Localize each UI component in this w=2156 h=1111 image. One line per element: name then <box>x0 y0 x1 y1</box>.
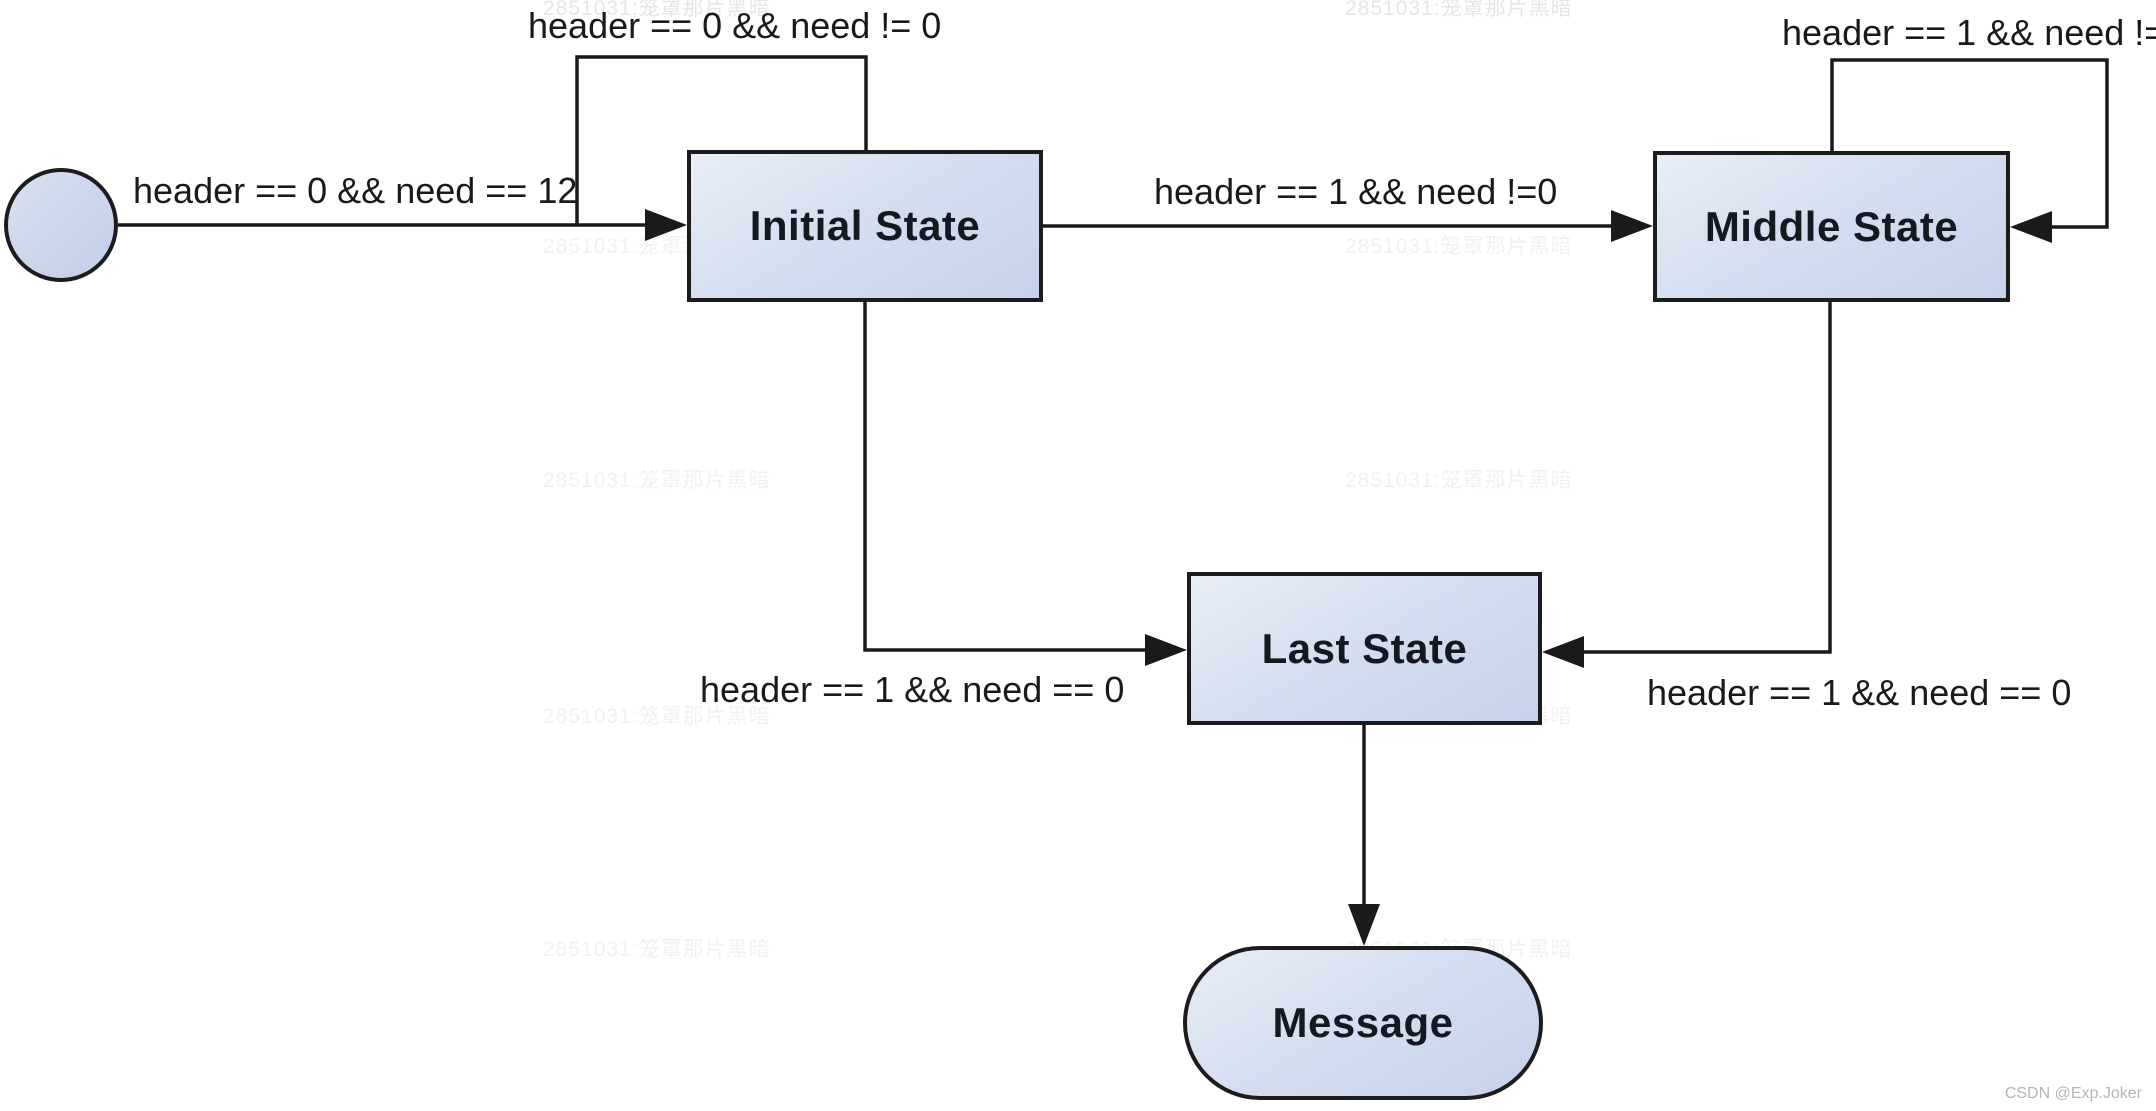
arrowhead-into-initial <box>645 209 687 241</box>
label-initial-to-last: header == 1 && need == 0 <box>700 669 1125 710</box>
edge-initial-self-loop <box>577 57 866 224</box>
label-initial-self-loop: header == 0 && need != 0 <box>528 5 942 46</box>
node-initial-state: Initial State <box>687 150 1043 302</box>
start-state-node <box>4 168 118 282</box>
node-message: Message <box>1183 946 1543 1100</box>
node-middle-state: Middle State <box>1653 151 2010 302</box>
label-initial-to-middle: header == 1 && need !=0 <box>1154 171 1558 212</box>
arrowhead-into-middle-left <box>1611 210 1653 242</box>
label-start-to-initial: header == 0 && need == 12 <box>133 170 578 211</box>
label-middle-to-last: header == 1 && need == 0 <box>1647 672 2072 713</box>
node-last-state-label: Last State <box>1261 624 1468 672</box>
edge-middle-to-last <box>1578 302 1830 652</box>
arrowhead-into-last-left <box>1145 634 1187 666</box>
edge-initial-to-last <box>865 302 1152 650</box>
node-last-state: Last State <box>1187 572 1542 725</box>
csdn-watermark: CSDN @Exp.Joker <box>2004 1085 2142 1102</box>
arrowhead-into-middle-right <box>2010 211 2052 243</box>
arrowhead-into-message <box>1348 904 1380 946</box>
node-message-label: Message <box>1272 999 1454 1046</box>
edge-middle-self-loop <box>1832 60 2107 227</box>
label-middle-self-loop: header == 1 && need !=0 <box>1782 12 2156 53</box>
arrowhead-into-last-right <box>1542 636 1584 668</box>
node-initial-state-label: Initial State <box>749 202 981 249</box>
node-middle-state-label: Middle State <box>1704 202 1959 250</box>
